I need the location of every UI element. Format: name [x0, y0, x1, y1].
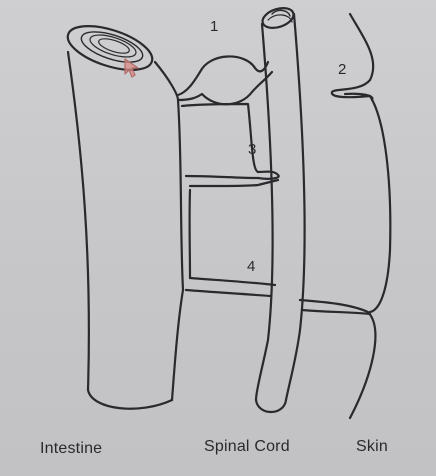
label-skin: Skin — [356, 438, 388, 456]
label-2: 2 — [338, 61, 346, 78]
label-intestine: Intestine — [40, 440, 102, 458]
label-4: 4 — [247, 258, 255, 275]
label-spinal-cord: Spinal Cord — [204, 438, 290, 456]
label-1: 1 — [210, 18, 218, 35]
pointer-arrow-icon — [121, 56, 143, 80]
neuron-1-ganglion — [178, 56, 272, 104]
spinal-cord — [256, 4, 305, 412]
neuron-3-loop — [182, 104, 279, 186]
label-3: 3 — [248, 141, 256, 158]
neuron-4-loop — [186, 190, 275, 296]
